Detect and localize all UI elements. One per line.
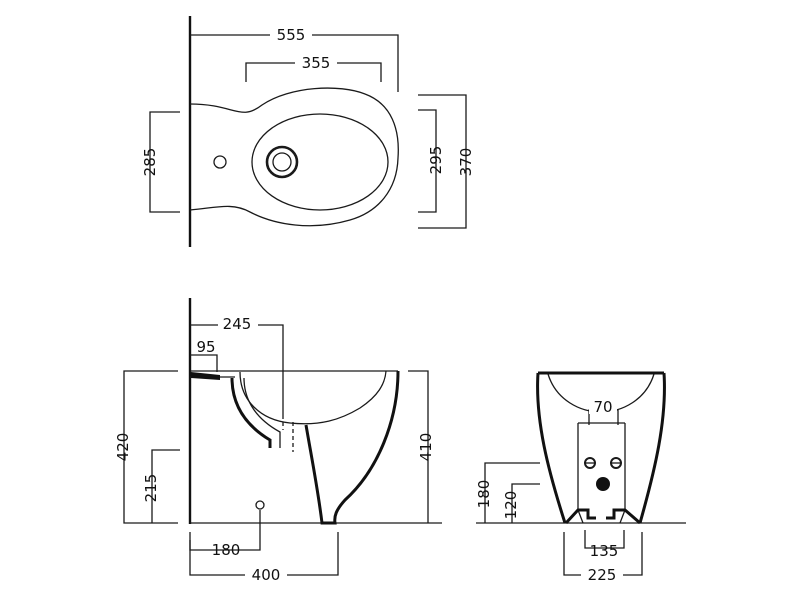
dim-355: 355 [302, 54, 331, 72]
dim-95: 95 [196, 338, 215, 356]
front-view: 70 180 120 135 225 [475, 371, 686, 584]
dim-70: 70 [593, 398, 612, 416]
dim-180-front-line [484, 462, 540, 523]
top-view: 555 355 285 295 370 [141, 16, 475, 247]
front-body-outer [536, 372, 666, 524]
drain-inner [272, 152, 292, 172]
dim-420: 420 [114, 433, 132, 462]
dim-180-front: 180 [475, 480, 493, 509]
bowl-inner [251, 113, 389, 211]
tap [191, 372, 220, 380]
dim-285-line [149, 111, 180, 213]
dim-215-line [151, 449, 180, 523]
dim-370-line [418, 94, 467, 229]
dim-400: 400 [252, 566, 281, 584]
side-body-outer [304, 370, 400, 525]
top-outline [189, 87, 399, 227]
dim-420-line [123, 370, 178, 524]
dim-215: 215 [142, 474, 160, 503]
dim-555: 555 [277, 26, 306, 44]
dim-295: 295 [427, 146, 445, 175]
dim-555-line [190, 34, 399, 92]
dim-95-line [190, 354, 218, 372]
dim-135: 135 [590, 542, 619, 560]
dim-295-line [418, 109, 437, 213]
floor-fix-hole [255, 500, 265, 510]
drain-outer [265, 145, 299, 179]
dim-225: 225 [588, 566, 617, 584]
tap-hole [213, 155, 227, 169]
fix-left [584, 457, 596, 469]
dim-370: 370 [457, 148, 475, 177]
dim-180: 180 [212, 541, 241, 559]
dim-120-line [511, 483, 540, 523]
side-trap-inner [243, 377, 281, 448]
dim-120: 120 [502, 491, 520, 520]
waste-outlet [596, 477, 610, 491]
dim-410-line [408, 370, 429, 523]
dim-135-line [584, 530, 625, 549]
side-trap-outer [230, 377, 272, 448]
side-bowl-inner [239, 370, 387, 425]
dim-245: 245 [223, 315, 252, 333]
dim-285: 285 [141, 148, 159, 177]
dim-410: 410 [417, 433, 435, 462]
fix-right [610, 457, 622, 469]
side-view: 245 95 420 215 410 180 400 [114, 298, 442, 584]
front-pedestal [577, 423, 626, 524]
